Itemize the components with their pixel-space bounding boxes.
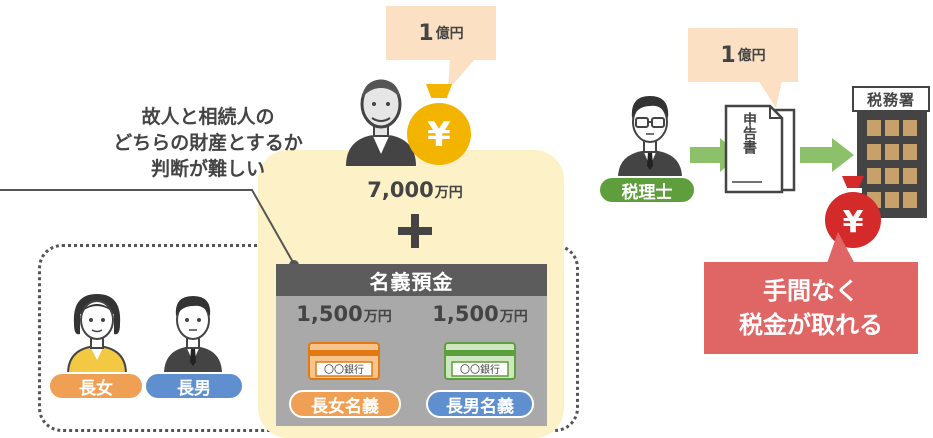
svg-text:〇〇銀行: 〇〇銀行 [324, 363, 364, 376]
plus-icon [398, 214, 432, 248]
daughter-bankbook-icon: 〇〇銀行 [308, 342, 380, 380]
son-name-account-pill: 長男名義 [426, 390, 534, 418]
note-leader-line [0, 189, 299, 270]
right-bubble-tail [758, 80, 782, 108]
svg-text:〇〇銀行: 〇〇銀行 [460, 363, 500, 376]
meigi-deposit-header: 名義預金 [276, 264, 547, 296]
tax-accountant-label-pill: 税理士 [598, 176, 696, 204]
daughter-person-icon [66, 294, 128, 374]
deceased-person-icon [346, 79, 416, 166]
tax-accountant-icon [618, 96, 682, 178]
son-bankbook-icon: 〇〇銀行 [444, 342, 516, 380]
money-bag-icon: ¥ [407, 84, 471, 165]
tax-office-sign: 税務署 [852, 86, 930, 112]
daughter-name-account-pill: 長女名義 [289, 390, 401, 418]
tax-office-building-icon [857, 112, 927, 218]
declaration-document-label: 申告書 [741, 112, 757, 154]
svg-text:¥: ¥ [427, 115, 451, 155]
result-box-tail [826, 232, 856, 266]
son-label-pill: 長男 [144, 372, 244, 400]
top-bubble-tail [448, 58, 476, 90]
svg-text:¥: ¥ [843, 205, 864, 240]
result-box: 手間なく 税金が取れる [704, 262, 918, 354]
declaration-document-icon [724, 104, 796, 194]
arrow-to-tax-office-icon [800, 138, 854, 172]
difficulty-note: 故人と相続人の どちらの財産とするか 判断が難しい [113, 106, 303, 180]
daughter-label-pill: 長女 [48, 372, 144, 400]
son-person-icon [164, 296, 222, 374]
